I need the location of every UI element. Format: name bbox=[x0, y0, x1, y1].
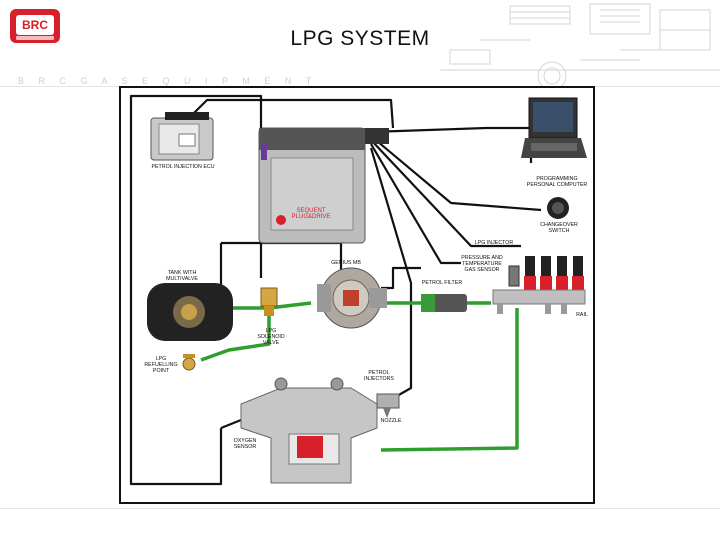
label-lpg-injector: LPG INJECTOR bbox=[474, 240, 514, 246]
lpg-injectors bbox=[492, 256, 586, 314]
brc-logo-text: BRC bbox=[16, 15, 54, 35]
engine bbox=[240, 377, 378, 484]
label-pressure-sensor: PRESSURE AND TEMPERATURE GAS SENSOR bbox=[461, 255, 503, 273]
sensor-wire bbox=[370, 143, 461, 265]
brc-logo: BRC bbox=[10, 9, 60, 43]
changeover-switch bbox=[547, 197, 569, 219]
footer-divider bbox=[0, 508, 720, 509]
label-laptop: PROGRAMMING PERSONAL COMPUTER bbox=[526, 176, 588, 188]
petrol-ecu bbox=[150, 112, 214, 161]
lpg-system-diagram: PETROL INJECTION ECU PROGRAMMING PERSONA… bbox=[119, 86, 595, 504]
label-petrol-filter: PETROL FILTER bbox=[421, 280, 463, 286]
solenoid-valve bbox=[260, 287, 278, 316]
brc-logo-strip bbox=[16, 36, 54, 40]
ecu-harness-wire bbox=[192, 98, 395, 129]
refuelling-point bbox=[182, 354, 196, 371]
label-petrol-ecu: PETROL INJECTION ECU bbox=[151, 164, 215, 170]
diagram-canvas bbox=[129, 94, 587, 486]
genius-reducer bbox=[317, 267, 387, 329]
petrol-injector-wire bbox=[369, 147, 413, 397]
laptop-wire bbox=[370, 126, 533, 163]
label-petrol-injectors: PETROL INJECTORS bbox=[364, 370, 394, 382]
label-nozzle: NOZZLE bbox=[380, 418, 402, 424]
petrol-filter bbox=[421, 294, 467, 312]
lpg-ecu bbox=[258, 127, 389, 244]
page-subtitle: B R C G A S E Q U I P M E N T bbox=[18, 76, 318, 86]
label-tank: TANK WITH MULTIVALVE bbox=[166, 270, 198, 282]
gas-line-return bbox=[380, 308, 519, 452]
label-solenoid: LPG SOLENOID VALVE bbox=[257, 328, 285, 346]
page-title: LPG SYSTEM bbox=[290, 27, 430, 50]
label-oxygen: OXYGEN SENSOR bbox=[233, 438, 257, 450]
ecu-brand-label: Sequent plug&drive bbox=[291, 208, 331, 220]
laptop bbox=[521, 97, 587, 158]
header-technical-drawing bbox=[440, 3, 720, 86]
injector-wire bbox=[370, 139, 521, 248]
gas-line-refuel bbox=[200, 310, 271, 362]
label-genius: GENIUS MB bbox=[331, 260, 361, 266]
switch-wire bbox=[370, 135, 542, 212]
label-refuelling: LPG REFUELLING POINT bbox=[144, 356, 178, 374]
label-changeover: CHANGEOVER SWITCH bbox=[540, 222, 578, 234]
slide-header: BRC LPG SYSTEM B R C G A S E Q U I P M E… bbox=[0, 0, 720, 86]
label-rail: RAIL bbox=[576, 312, 588, 318]
petrol-injector bbox=[376, 393, 400, 418]
pressure-sensor bbox=[508, 265, 520, 287]
main-harness-wire bbox=[129, 94, 263, 486]
genius-wire bbox=[381, 266, 421, 290]
lpg-tank bbox=[147, 283, 233, 341]
